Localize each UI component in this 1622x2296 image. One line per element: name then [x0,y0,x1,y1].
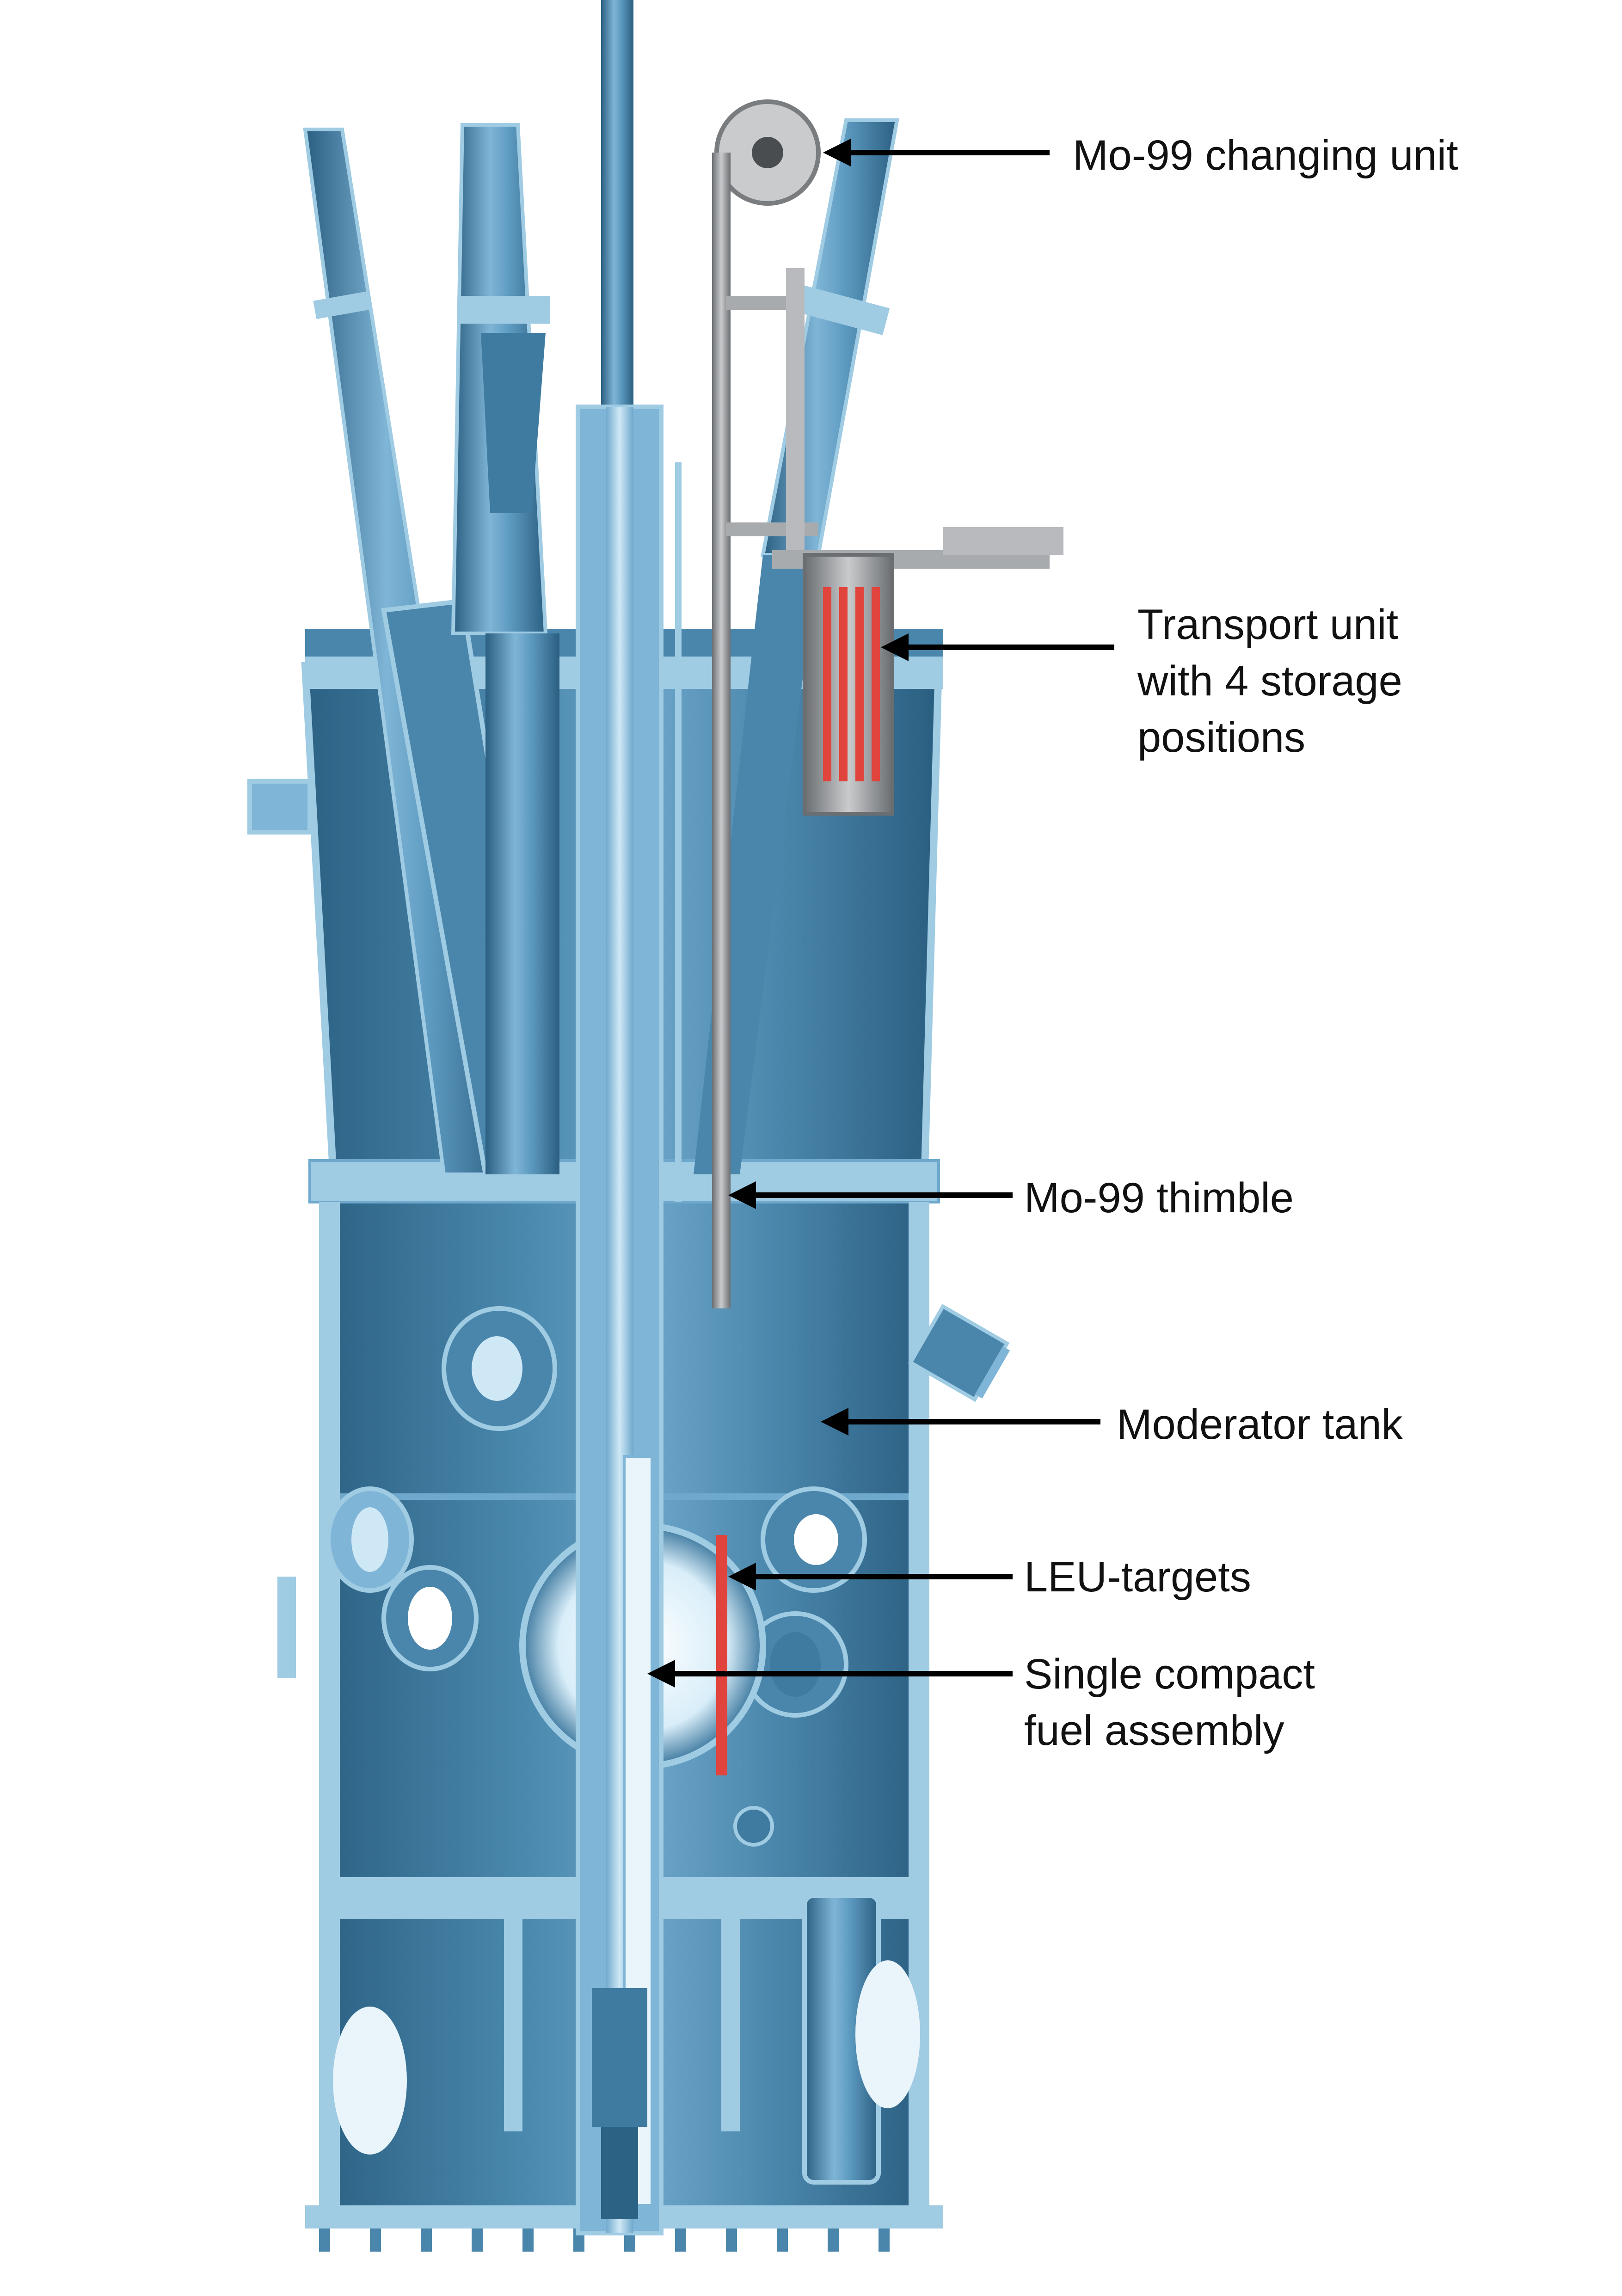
label-fuel-assembly: Single compact fuel assembly [1024,1646,1315,1759]
label-moderator-tank: Moderator tank [1117,1396,1403,1453]
label-thimble-text: Mo-99 thimble [1024,1174,1294,1222]
bottom-chambers [333,1893,920,2185]
label-leu-targets-text: LEU-targets [1024,1553,1251,1601]
label-fuel-assembly-line1: Single compact [1024,1651,1315,1698]
label-transport-unit-line1: Transport unit [1137,601,1399,648]
label-transport-unit: Transport unit with 4 storage positions [1137,596,1402,766]
label-changing-unit-text: Mo-99 changing unit [1073,132,1458,179]
callout-arrows [647,139,1114,1688]
label-transport-unit-line2: with 4 storage [1137,657,1402,705]
inclined-beam-tubes [303,123,559,1177]
label-leu-targets: LEU-targets [1024,1549,1251,1605]
label-moderator-tank-text: Moderator tank [1117,1401,1403,1448]
label-thimble: Mo-99 thimble [1024,1170,1294,1226]
label-changing-unit: Mo-99 changing unit [1073,127,1458,184]
transport-rig [712,99,1063,1308]
label-transport-unit-line3: positions [1137,714,1306,761]
red-targets [716,587,880,1775]
label-fuel-assembly-line2: fuel assembly [1024,1707,1284,1754]
central-channel [576,0,682,2235]
